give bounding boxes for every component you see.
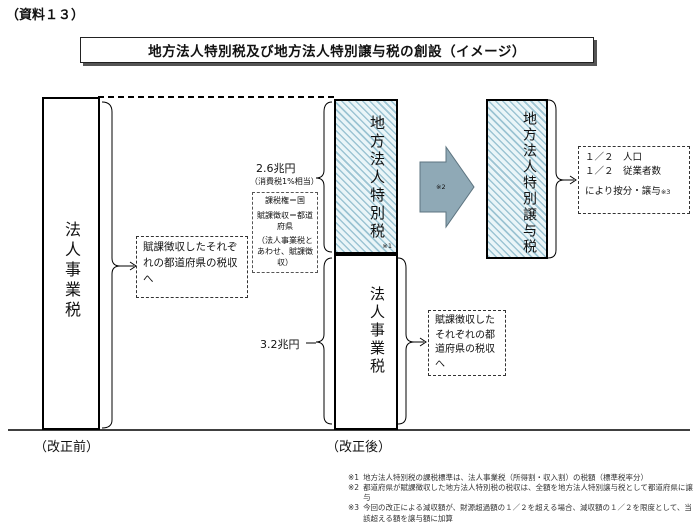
- side-note-combined: （法人事業税とあわせ、賦課徴収）: [257, 236, 313, 267]
- before-revenue-box: 賦課徴収したそれぞれの都道府県の税収へ: [136, 236, 248, 298]
- caption-after: （改正後）: [326, 440, 392, 455]
- transfer-arrow: [419, 145, 475, 229]
- amount-special: 2.6兆円: [256, 162, 296, 175]
- transfer-tax-label: 地方法人特別譲与税: [521, 111, 537, 255]
- special-tax-ref: ※1: [382, 242, 392, 250]
- arrow-transfer: [569, 175, 577, 185]
- side-note-taxing-right: 課税権＝国: [265, 196, 305, 205]
- side-note-collection: 賦課徴収＝都道府県: [257, 210, 313, 231]
- business-tax-label-after: 法人事業税: [368, 286, 386, 376]
- allocation-method: により按分・譲与: [585, 185, 661, 197]
- arrow-after: [419, 337, 427, 347]
- allocation-population: １／２ 人口: [585, 152, 643, 163]
- business-tax-bar-before: 法人事業税: [42, 97, 100, 430]
- brace-transfer-right: [547, 99, 565, 259]
- brace-business-left: [315, 257, 333, 425]
- after-revenue-box: 賦課徴収したそれぞれの都道府県の税収へ: [428, 310, 506, 376]
- arrow-ref: ※2: [436, 183, 446, 191]
- document-label: （資料１３）: [6, 8, 85, 23]
- amount-business: 3.2兆円: [260, 338, 300, 351]
- diagram-title: 地方法人特別税及び地方法人特別譲与税の創設（イメージ）: [80, 37, 594, 63]
- brace-before: [101, 101, 121, 429]
- side-notes-box: 課税権＝国 賦課徴収＝都道府県 （法人事業税とあわせ、賦課徴収）: [252, 192, 318, 273]
- business-tax-bar-after: 法人事業税: [334, 254, 398, 430]
- allocation-ref: ※3: [660, 187, 671, 196]
- transfer-tax-bar: 地方法人特別譲与税: [486, 99, 548, 259]
- business-tax-label-before: 法人事業税: [62, 221, 81, 321]
- brace-business-right: [397, 257, 415, 425]
- allocation-box: １／２ 人口 １／２ 従業者数 により按分・譲与※3: [578, 146, 690, 214]
- caption-before: （改正前）: [34, 440, 100, 455]
- special-tax-bar: 地方法人特別税 ※1: [334, 99, 398, 254]
- brace-special-left: [315, 101, 333, 253]
- allocation-employees: １／２ 従業者数: [585, 166, 662, 178]
- special-tax-label: 地方法人特別税: [368, 115, 386, 241]
- amount-special-note: （消費税1%相当）: [250, 177, 319, 186]
